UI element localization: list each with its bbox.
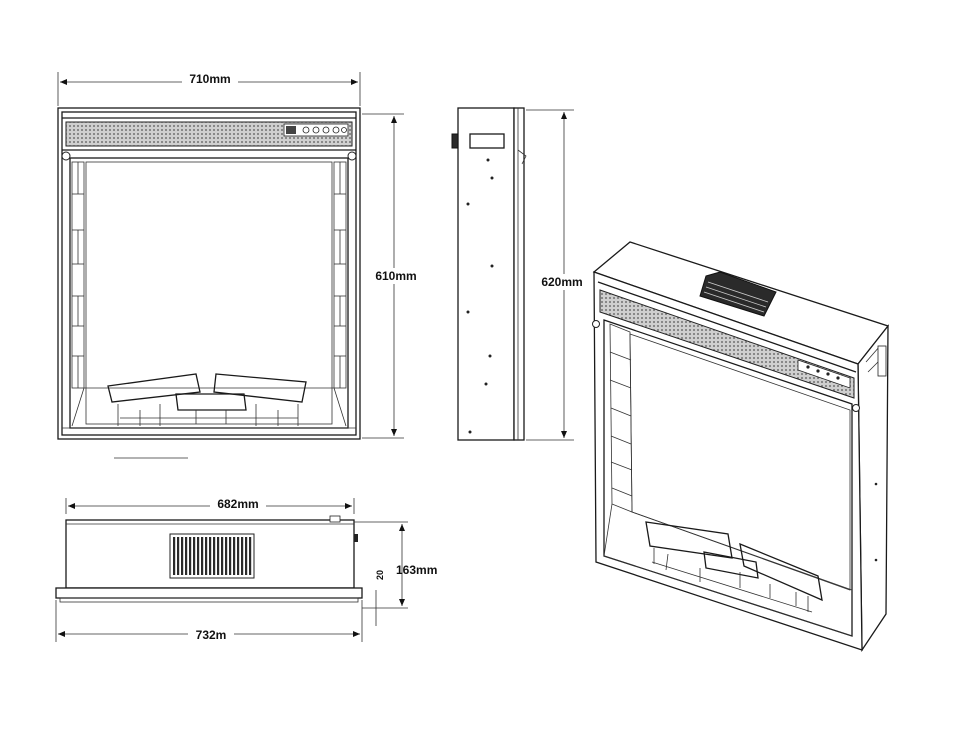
vent-slot <box>229 537 232 575</box>
side-view: 620mm <box>451 107 590 441</box>
right-brick-column <box>333 161 347 389</box>
front-logs <box>107 373 307 426</box>
top-vent <box>169 533 255 579</box>
side-body <box>457 107 515 441</box>
top-width-dimension: 682mm <box>65 496 355 514</box>
top-depth-label: 163mm <box>396 563 437 577</box>
iso-brick-column <box>609 323 633 513</box>
offset-label: 20 <box>375 570 385 580</box>
vent-slot <box>225 537 228 575</box>
vent-slot <box>181 537 184 575</box>
vent-slot <box>185 537 188 575</box>
top-view: 682mm 163mm 20 732m <box>55 496 437 642</box>
vent-slot <box>249 537 252 575</box>
left-brick-column <box>71 161 85 389</box>
vent-slot <box>233 537 236 575</box>
vent-slot <box>237 537 240 575</box>
vent-slot <box>189 537 192 575</box>
front-view: 710mm <box>57 72 424 459</box>
vent-slot <box>193 537 196 575</box>
front-width-dimension: 710mm <box>57 72 361 106</box>
bottom-width-dimension: 732m <box>55 600 363 642</box>
iso-logs <box>645 521 823 613</box>
side-height-label: 620mm <box>541 275 582 289</box>
front-height-dimension: 610mm <box>362 113 424 439</box>
top-width-label: 682mm <box>217 497 258 511</box>
vent-slot <box>213 537 216 575</box>
vent-slot <box>201 537 204 575</box>
front-width-label: 710mm <box>189 72 230 86</box>
iso-grille <box>599 289 855 399</box>
vent-slot <box>245 537 248 575</box>
vent-slot <box>205 537 208 575</box>
vent-slot <box>209 537 212 575</box>
front-height-label: 610mm <box>375 269 416 283</box>
vent-slot <box>221 537 224 575</box>
side-front-trim <box>513 107 525 441</box>
top-depth-dimension: 163mm 20 <box>354 521 437 626</box>
control-panel <box>283 123 349 137</box>
front-outer-frame <box>57 107 361 440</box>
side-height-dimension: 620mm <box>526 109 590 441</box>
isometric-view <box>592 241 890 653</box>
top-front-trim <box>55 587 363 599</box>
bottom-width-label: 732m <box>196 628 227 642</box>
iso-top-vent <box>699 271 777 317</box>
vent-slot <box>217 537 220 575</box>
vent-slot <box>177 537 180 575</box>
vent-slot <box>241 537 244 575</box>
vent-slot <box>173 537 176 575</box>
vent-slot <box>197 537 200 575</box>
